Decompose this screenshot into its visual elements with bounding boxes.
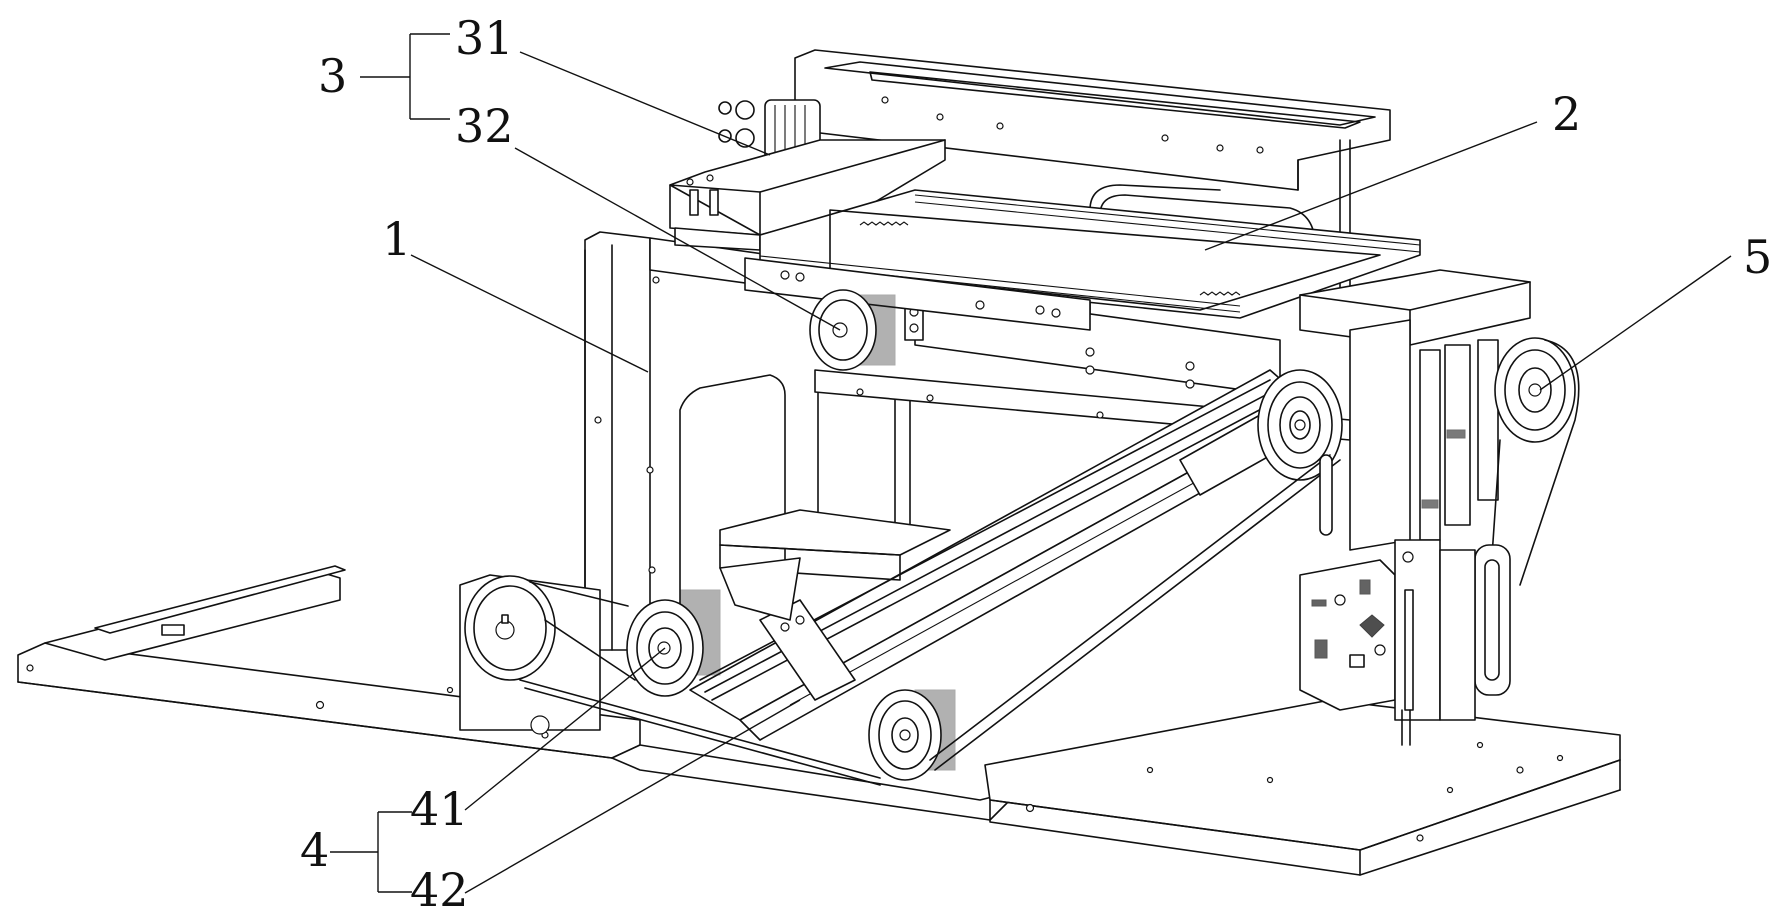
pulley-arm-top bbox=[1257, 369, 1343, 481]
right-module-part-5 bbox=[1299, 319, 1580, 746]
pulley-left bbox=[464, 575, 556, 681]
label-42: 42 bbox=[410, 863, 469, 917]
pulley-bottom bbox=[868, 689, 956, 781]
label-2: 2 bbox=[1552, 87, 1581, 141]
label-31: 31 bbox=[455, 11, 514, 65]
label-1: 1 bbox=[382, 212, 411, 266]
label-5: 5 bbox=[1743, 230, 1772, 284]
label-3: 3 bbox=[318, 49, 347, 103]
belt-drive-part-4 bbox=[689, 369, 1331, 741]
platform-part-2 bbox=[744, 189, 1531, 346]
label-32: 32 bbox=[455, 99, 514, 153]
leader-lines bbox=[330, 33, 1732, 894]
pulley-upper-32 bbox=[809, 289, 896, 371]
belts bbox=[519, 454, 1341, 786]
label-41: 41 bbox=[410, 782, 469, 836]
part-32-carriage bbox=[669, 139, 946, 251]
label-4: 4 bbox=[300, 823, 329, 877]
